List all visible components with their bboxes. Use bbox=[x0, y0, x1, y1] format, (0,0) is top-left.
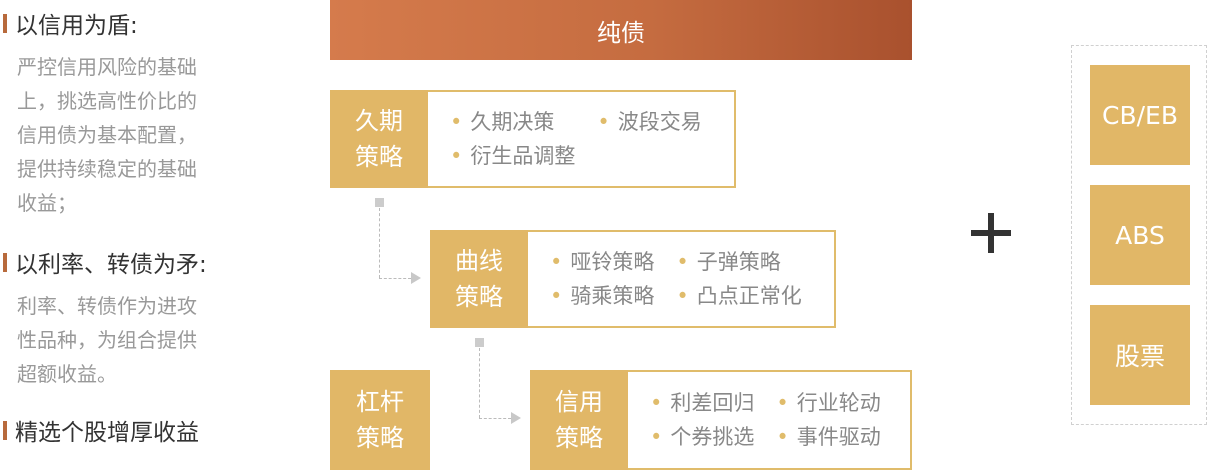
label-line: 杠杆 bbox=[356, 388, 404, 416]
strategy-item: 衍生品调整 bbox=[450, 140, 575, 172]
label-line: 信用 bbox=[555, 388, 603, 416]
curve-strategy-items: 哑铃策略 子弹策略 骑乘策略 凸点正常化 bbox=[550, 246, 802, 312]
section-title-stock: 精选个股增厚收益 bbox=[0, 413, 199, 447]
strategy-item: 行业轮动 bbox=[776, 387, 881, 419]
leverage-strategy-label: 杠杆 策略 bbox=[330, 370, 430, 470]
asset-label: CB/EB bbox=[1102, 100, 1178, 130]
connector-line bbox=[379, 208, 380, 278]
label-line: 策略 bbox=[455, 283, 503, 311]
strategy-item: 子弹策略 bbox=[676, 246, 801, 278]
section-desc-rate: 利率、转债作为进攻 性品种，为组合提供 超额收益。 bbox=[17, 294, 197, 386]
pure-bond-header: 纯债 bbox=[330, 0, 912, 60]
arrow-right-icon bbox=[411, 272, 421, 284]
asset-stock: 股票 bbox=[1090, 305, 1190, 405]
connector-line bbox=[479, 348, 480, 418]
section-title-rate: 以利率、转债为矛: bbox=[0, 245, 207, 279]
duration-strategy-box: 久期 策略 久期决策 波段交易 衍生品调整 bbox=[330, 90, 736, 188]
label-line: 策略 bbox=[356, 424, 404, 452]
label-line: 久期 bbox=[355, 107, 403, 135]
curve-strategy-label: 曲线 策略 bbox=[430, 230, 528, 328]
bullet-bar bbox=[3, 252, 7, 272]
strategy-item: 波段交易 bbox=[597, 106, 702, 138]
strategy-item: 哑铃策略 bbox=[550, 246, 654, 278]
credit-strategy-box: 信用 策略 利差回归 行业轮动 个券挑选 事件驱动 bbox=[530, 370, 912, 470]
header-title: 纯债 bbox=[597, 18, 645, 47]
bullet-bar bbox=[3, 420, 7, 440]
connector-line bbox=[379, 278, 411, 279]
section-title-text: 以利率、转债为矛: bbox=[15, 252, 207, 278]
asset-abs: ABS bbox=[1090, 185, 1190, 285]
strategy-item: 事件驱动 bbox=[776, 421, 881, 453]
bullet-bar bbox=[3, 13, 7, 33]
section-title-text: 以信用为盾: bbox=[15, 13, 138, 39]
asset-label: ABS bbox=[1115, 220, 1165, 250]
section-title-text: 精选个股增厚收益 bbox=[15, 420, 199, 446]
section-title-credit: 以信用为盾: bbox=[0, 6, 138, 40]
credit-strategy-label: 信用 策略 bbox=[530, 370, 628, 470]
label-line: 曲线 bbox=[455, 247, 503, 275]
label-line: 策略 bbox=[555, 424, 603, 452]
strategy-item: 个券挑选 bbox=[650, 421, 754, 453]
strategy-item: 利差回归 bbox=[650, 387, 754, 419]
duration-strategy-label: 久期 策略 bbox=[330, 90, 428, 188]
plus-icon bbox=[968, 210, 1014, 256]
asset-label: 股票 bbox=[1114, 342, 1165, 371]
credit-strategy-items: 利差回归 行业轮动 个券挑选 事件驱动 bbox=[650, 387, 881, 453]
strategy-item: 久期决策 bbox=[450, 106, 575, 138]
duration-strategy-items: 久期决策 波段交易 衍生品调整 bbox=[450, 106, 702, 172]
connector-node bbox=[375, 198, 384, 207]
section-desc-credit: 严控信用风险的基础 上，挑选高性价比的 信用债为基本配置， 提供持续稳定的基础 … bbox=[17, 55, 197, 215]
connector-node bbox=[475, 338, 484, 347]
strategy-item: 骑乘策略 bbox=[550, 280, 654, 312]
curve-strategy-box: 曲线 策略 哑铃策略 子弹策略 骑乘策略 凸点正常化 bbox=[430, 230, 836, 328]
arrow-right-icon bbox=[511, 412, 521, 424]
asset-cb-eb: CB/EB bbox=[1090, 65, 1190, 165]
connector-line bbox=[479, 418, 511, 419]
strategy-item: 凸点正常化 bbox=[676, 280, 802, 312]
label-line: 策略 bbox=[355, 143, 403, 171]
asset-group-frame bbox=[1071, 45, 1207, 425]
